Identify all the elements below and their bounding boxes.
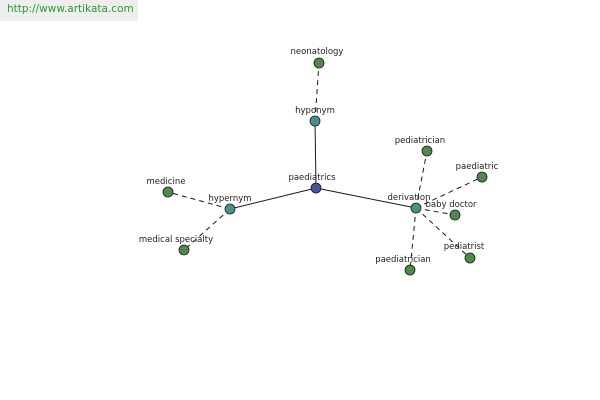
- node-baby-doctor-label: baby doctor: [425, 200, 477, 210]
- edge-paediatrics-to-hyponym: [314, 120, 317, 189]
- node-pediatrist-label: pediatrist: [444, 242, 485, 252]
- node-paediatrics[interactable]: paediatrics: [288, 173, 336, 194]
- edge-hypernym-to-medical-specialty: [183, 208, 231, 251]
- node-pediatrist[interactable]: pediatrist: [444, 242, 485, 264]
- edges-layer: [167, 62, 483, 271]
- edge-derivation-to-pediatrician: [415, 150, 428, 209]
- node-paediatric[interactable]: paediatric: [456, 162, 499, 183]
- node-hypernym-label: hypernym: [208, 194, 251, 204]
- node-derivation-label: derivation: [387, 193, 430, 203]
- edge-paediatrics-to-derivation: [315, 187, 417, 209]
- node-medicine-circle[interactable]: [162, 186, 174, 198]
- node-paediatrician-label: paediatrician: [375, 255, 431, 265]
- node-pediatrician[interactable]: pediatrician: [395, 136, 445, 157]
- node-neonatology[interactable]: neonatology: [291, 47, 344, 69]
- edge-derivation-to-pediatrist: [415, 207, 471, 259]
- node-medicine[interactable]: medicine: [147, 177, 186, 198]
- node-paediatrician-circle[interactable]: [404, 264, 416, 276]
- node-hyponym-label: hyponym: [295, 106, 335, 116]
- edge-derivation-to-paediatric: [415, 176, 483, 209]
- nodes-layer: paediatrics hyponym hypernym derivation neon…: [139, 47, 499, 276]
- edge-derivation-to-paediatrician: [409, 207, 417, 271]
- node-baby-doctor-circle[interactable]: [449, 209, 461, 221]
- node-derivation[interactable]: derivation: [387, 193, 431, 214]
- node-paediatrics-label: paediatrics: [288, 173, 336, 183]
- edge-paediatrics-to-hypernym: [229, 187, 317, 210]
- source-url-banner[interactable]: http://www.artikata.com: [0, 0, 138, 21]
- node-paediatrics-circle[interactable]: [310, 182, 322, 194]
- node-hyponym-circle[interactable]: [309, 115, 321, 127]
- node-medical-specialty-label: medical specialty: [139, 235, 213, 245]
- edge-hyponym-to-neonatology: [314, 62, 320, 122]
- node-medicine-label: medicine: [147, 177, 186, 187]
- node-medical-specialty-circle[interactable]: [178, 244, 190, 256]
- edge-derivation-to-baby-doctor: [415, 207, 456, 216]
- node-medical-specialty[interactable]: medical specialty: [139, 235, 213, 256]
- node-neonatology-circle[interactable]: [313, 57, 325, 69]
- node-baby-doctor[interactable]: baby doctor: [425, 200, 477, 221]
- edge-hypernym-to-medicine: [167, 191, 231, 210]
- node-paediatrician[interactable]: paediatrician: [375, 255, 431, 276]
- node-pediatrist-circle[interactable]: [464, 252, 476, 264]
- node-pediatrician-circle[interactable]: [421, 145, 433, 157]
- node-hyponym[interactable]: hyponym: [295, 106, 335, 127]
- node-paediatric-label: paediatric: [456, 162, 499, 172]
- node-hypernym[interactable]: hypernym: [208, 194, 252, 215]
- node-paediatric-circle[interactable]: [476, 171, 488, 183]
- node-derivation-circle[interactable]: [410, 202, 422, 214]
- node-hypernym-circle[interactable]: [224, 203, 236, 215]
- node-neonatology-label: neonatology: [291, 47, 344, 57]
- node-pediatrician-label: pediatrician: [395, 136, 445, 146]
